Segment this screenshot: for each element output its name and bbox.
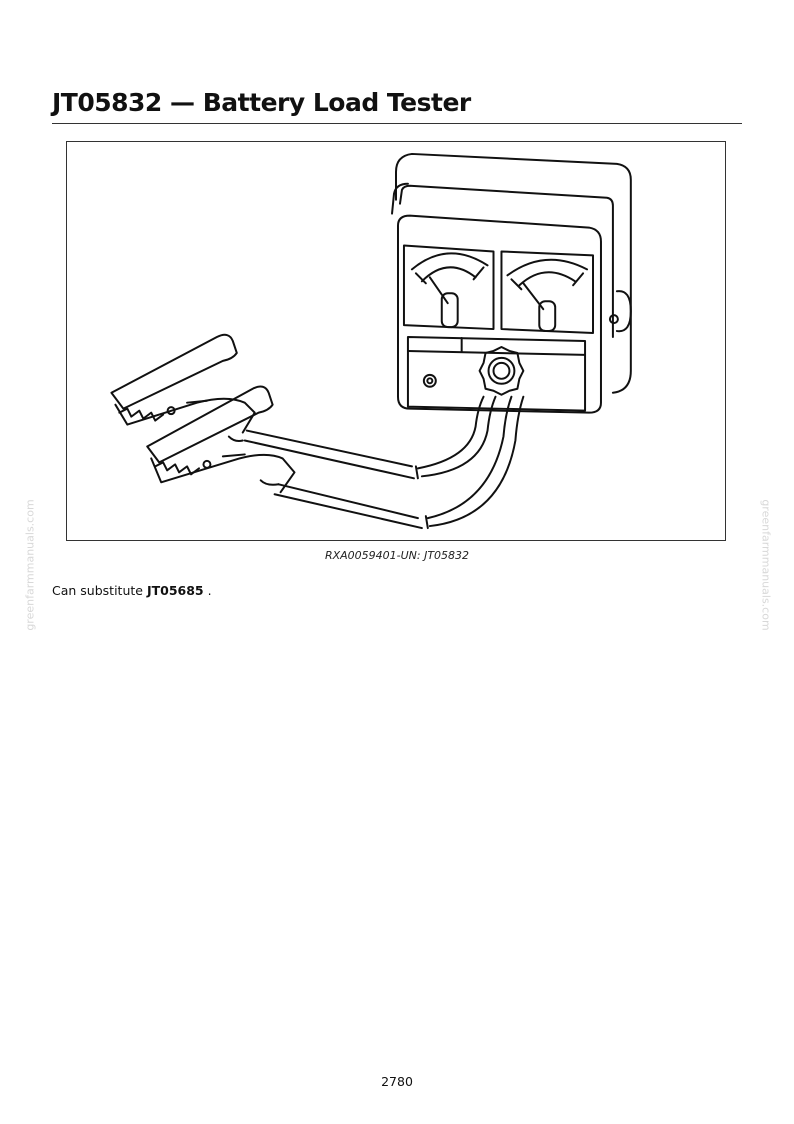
substitute-part-number: JT05685 — [146, 583, 204, 598]
title-divider — [52, 123, 742, 124]
figure-caption: RXA0059401-UN: JT05832 — [324, 549, 470, 562]
figure-frame — [66, 141, 726, 541]
substitute-prefix: Can substitute — [52, 583, 143, 598]
watermark-right: greenfarmmanuals.com — [759, 499, 773, 631]
substitute-note: Can substitute JT05685 . — [52, 583, 212, 598]
page-number: 2780 — [381, 1074, 413, 1089]
battery-load-tester-illustration — [110, 152, 632, 530]
page-title: JT05832 — Battery Load Tester — [52, 88, 471, 117]
watermark-left: greenfarmmanuals.com — [23, 499, 37, 631]
substitute-suffix: . — [203, 583, 212, 598]
